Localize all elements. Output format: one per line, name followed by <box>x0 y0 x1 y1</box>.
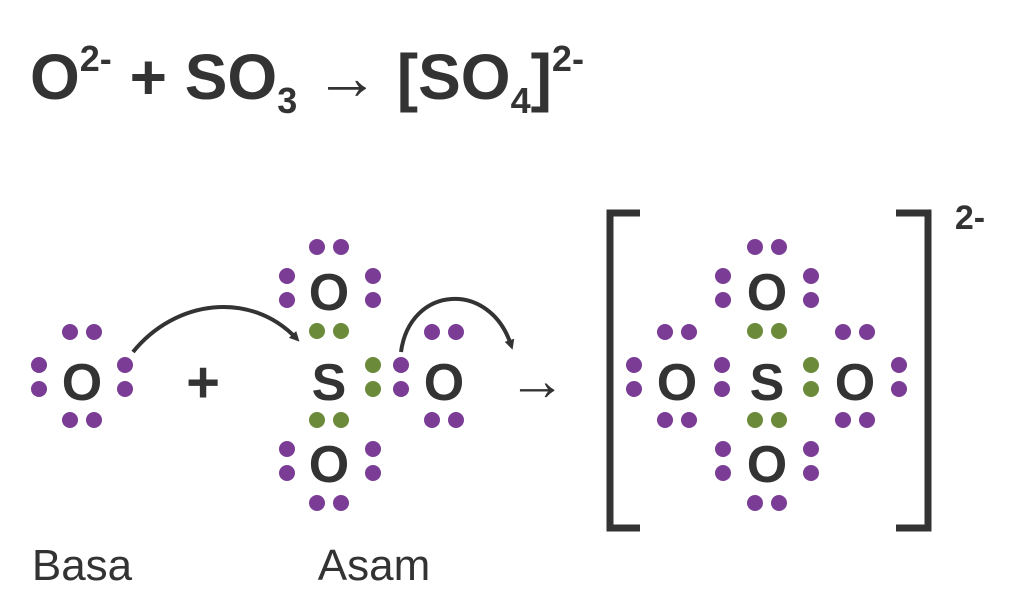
lone-pair-electron <box>626 381 642 397</box>
lone-pair-electron <box>626 357 642 373</box>
eq-arrow: → <box>315 41 380 113</box>
lone-pair-electron <box>333 239 349 255</box>
lone-pair-electron <box>393 357 409 373</box>
bonding-electron <box>747 412 763 428</box>
acid-top-oxygen-atom: O <box>309 264 349 322</box>
bonding-electron <box>365 357 381 373</box>
acid-bottom-oxygen-atom: O <box>309 436 349 494</box>
lone-pair-electron <box>424 324 440 340</box>
lone-pair-electron <box>835 324 851 340</box>
product-bottom-oxygen-atom: O <box>747 436 787 494</box>
lone-pair-electron <box>803 465 819 481</box>
lone-pair-electron <box>448 324 464 340</box>
left-bracket <box>606 209 640 532</box>
product-left-oxygen-atom: O <box>657 354 697 412</box>
bonding-electron <box>309 412 325 428</box>
lone-pair-electron <box>657 412 673 428</box>
eq-reactant1: O <box>30 41 80 113</box>
lone-pair-electron <box>771 239 787 255</box>
lone-pair-electron <box>747 239 763 255</box>
diagram-reaction-arrow: → <box>508 348 566 413</box>
bonding-electron <box>333 412 349 428</box>
lone-pair-electron <box>365 268 381 284</box>
equation-title: O2- + SO3 → [SO4]2- <box>30 14 584 146</box>
lone-pair-electron <box>117 381 133 397</box>
bonding-electron <box>803 357 819 373</box>
lone-pair-electron <box>309 495 325 511</box>
lone-pair-electron <box>365 441 381 457</box>
eq-product-subscript: 4 <box>510 80 531 121</box>
acid-sulfur-atom: S <box>312 354 347 412</box>
lone-pair-electron <box>393 381 409 397</box>
right-bracket <box>896 209 932 532</box>
lone-pair-electron <box>835 412 851 428</box>
lone-pair-electron <box>31 381 47 397</box>
electron-transfer-arrow-1 <box>131 305 300 354</box>
lone-pair-electron <box>279 292 295 308</box>
lone-pair-electron <box>891 357 907 373</box>
bonding-electron <box>803 381 819 397</box>
lone-pair-electron <box>279 441 295 457</box>
electron-transfer-arrow-2 <box>399 296 515 353</box>
lone-pair-electron <box>803 292 819 308</box>
lone-pair-electron <box>117 357 133 373</box>
lone-pair-electron <box>681 412 697 428</box>
bonding-electron <box>333 323 349 339</box>
product-sulfur-atom: S <box>750 354 785 412</box>
acid-label: Asam <box>318 541 430 590</box>
lone-pair-electron <box>771 495 787 511</box>
lone-pair-electron <box>424 412 440 428</box>
lone-pair-electron <box>681 324 697 340</box>
eq-product-charge: 2- <box>551 38 584 79</box>
lone-pair-electron <box>448 412 464 428</box>
eq-product-close: ] <box>530 41 552 113</box>
bonding-electron <box>365 381 381 397</box>
eq-reactant2-subscript: 3 <box>277 80 298 121</box>
lone-pair-electron <box>365 292 381 308</box>
lone-pair-electron <box>715 441 731 457</box>
lone-pair-electron <box>62 324 78 340</box>
lone-pair-electron <box>657 324 673 340</box>
lone-pair-electron <box>365 465 381 481</box>
lone-pair-electron <box>715 268 731 284</box>
base-label: Basa <box>32 541 133 590</box>
bonding-electron <box>309 323 325 339</box>
eq-plus: + <box>129 41 167 113</box>
lone-pair-electron <box>86 412 102 428</box>
lone-pair-electron <box>891 381 907 397</box>
eq-reactant2: SO <box>184 41 278 113</box>
product-top-oxygen-atom: O <box>747 264 787 322</box>
electron-dots <box>31 239 907 511</box>
acid-right-oxygen-atom: O <box>424 354 464 412</box>
lone-pair-electron <box>859 324 875 340</box>
lone-pair-electron <box>859 412 875 428</box>
lone-pair-electron <box>803 268 819 284</box>
lone-pair-electron <box>62 412 78 428</box>
lone-pair-electron <box>714 381 730 397</box>
bonding-electron <box>771 412 787 428</box>
eq-reactant1-charge: 2- <box>79 38 112 79</box>
base-oxygen-atom: O <box>62 354 102 412</box>
bonding-electron <box>747 323 763 339</box>
eq-product-open: [SO <box>396 41 511 113</box>
bonding-electron <box>771 323 787 339</box>
lone-pair-electron <box>714 357 730 373</box>
lone-pair-electron <box>715 292 731 308</box>
lone-pair-electron <box>333 495 349 511</box>
lone-pair-electron <box>309 239 325 255</box>
product-charge-label: 2- <box>955 199 985 237</box>
product-right-oxygen-atom: O <box>835 354 875 412</box>
diagram-plus-sign: + <box>186 350 220 415</box>
lone-pair-electron <box>747 495 763 511</box>
lone-pair-electron <box>31 357 47 373</box>
lone-pair-electron <box>715 465 731 481</box>
lone-pair-electron <box>279 465 295 481</box>
lone-pair-electron <box>86 324 102 340</box>
lone-pair-electron <box>803 441 819 457</box>
lone-pair-electron <box>279 268 295 284</box>
